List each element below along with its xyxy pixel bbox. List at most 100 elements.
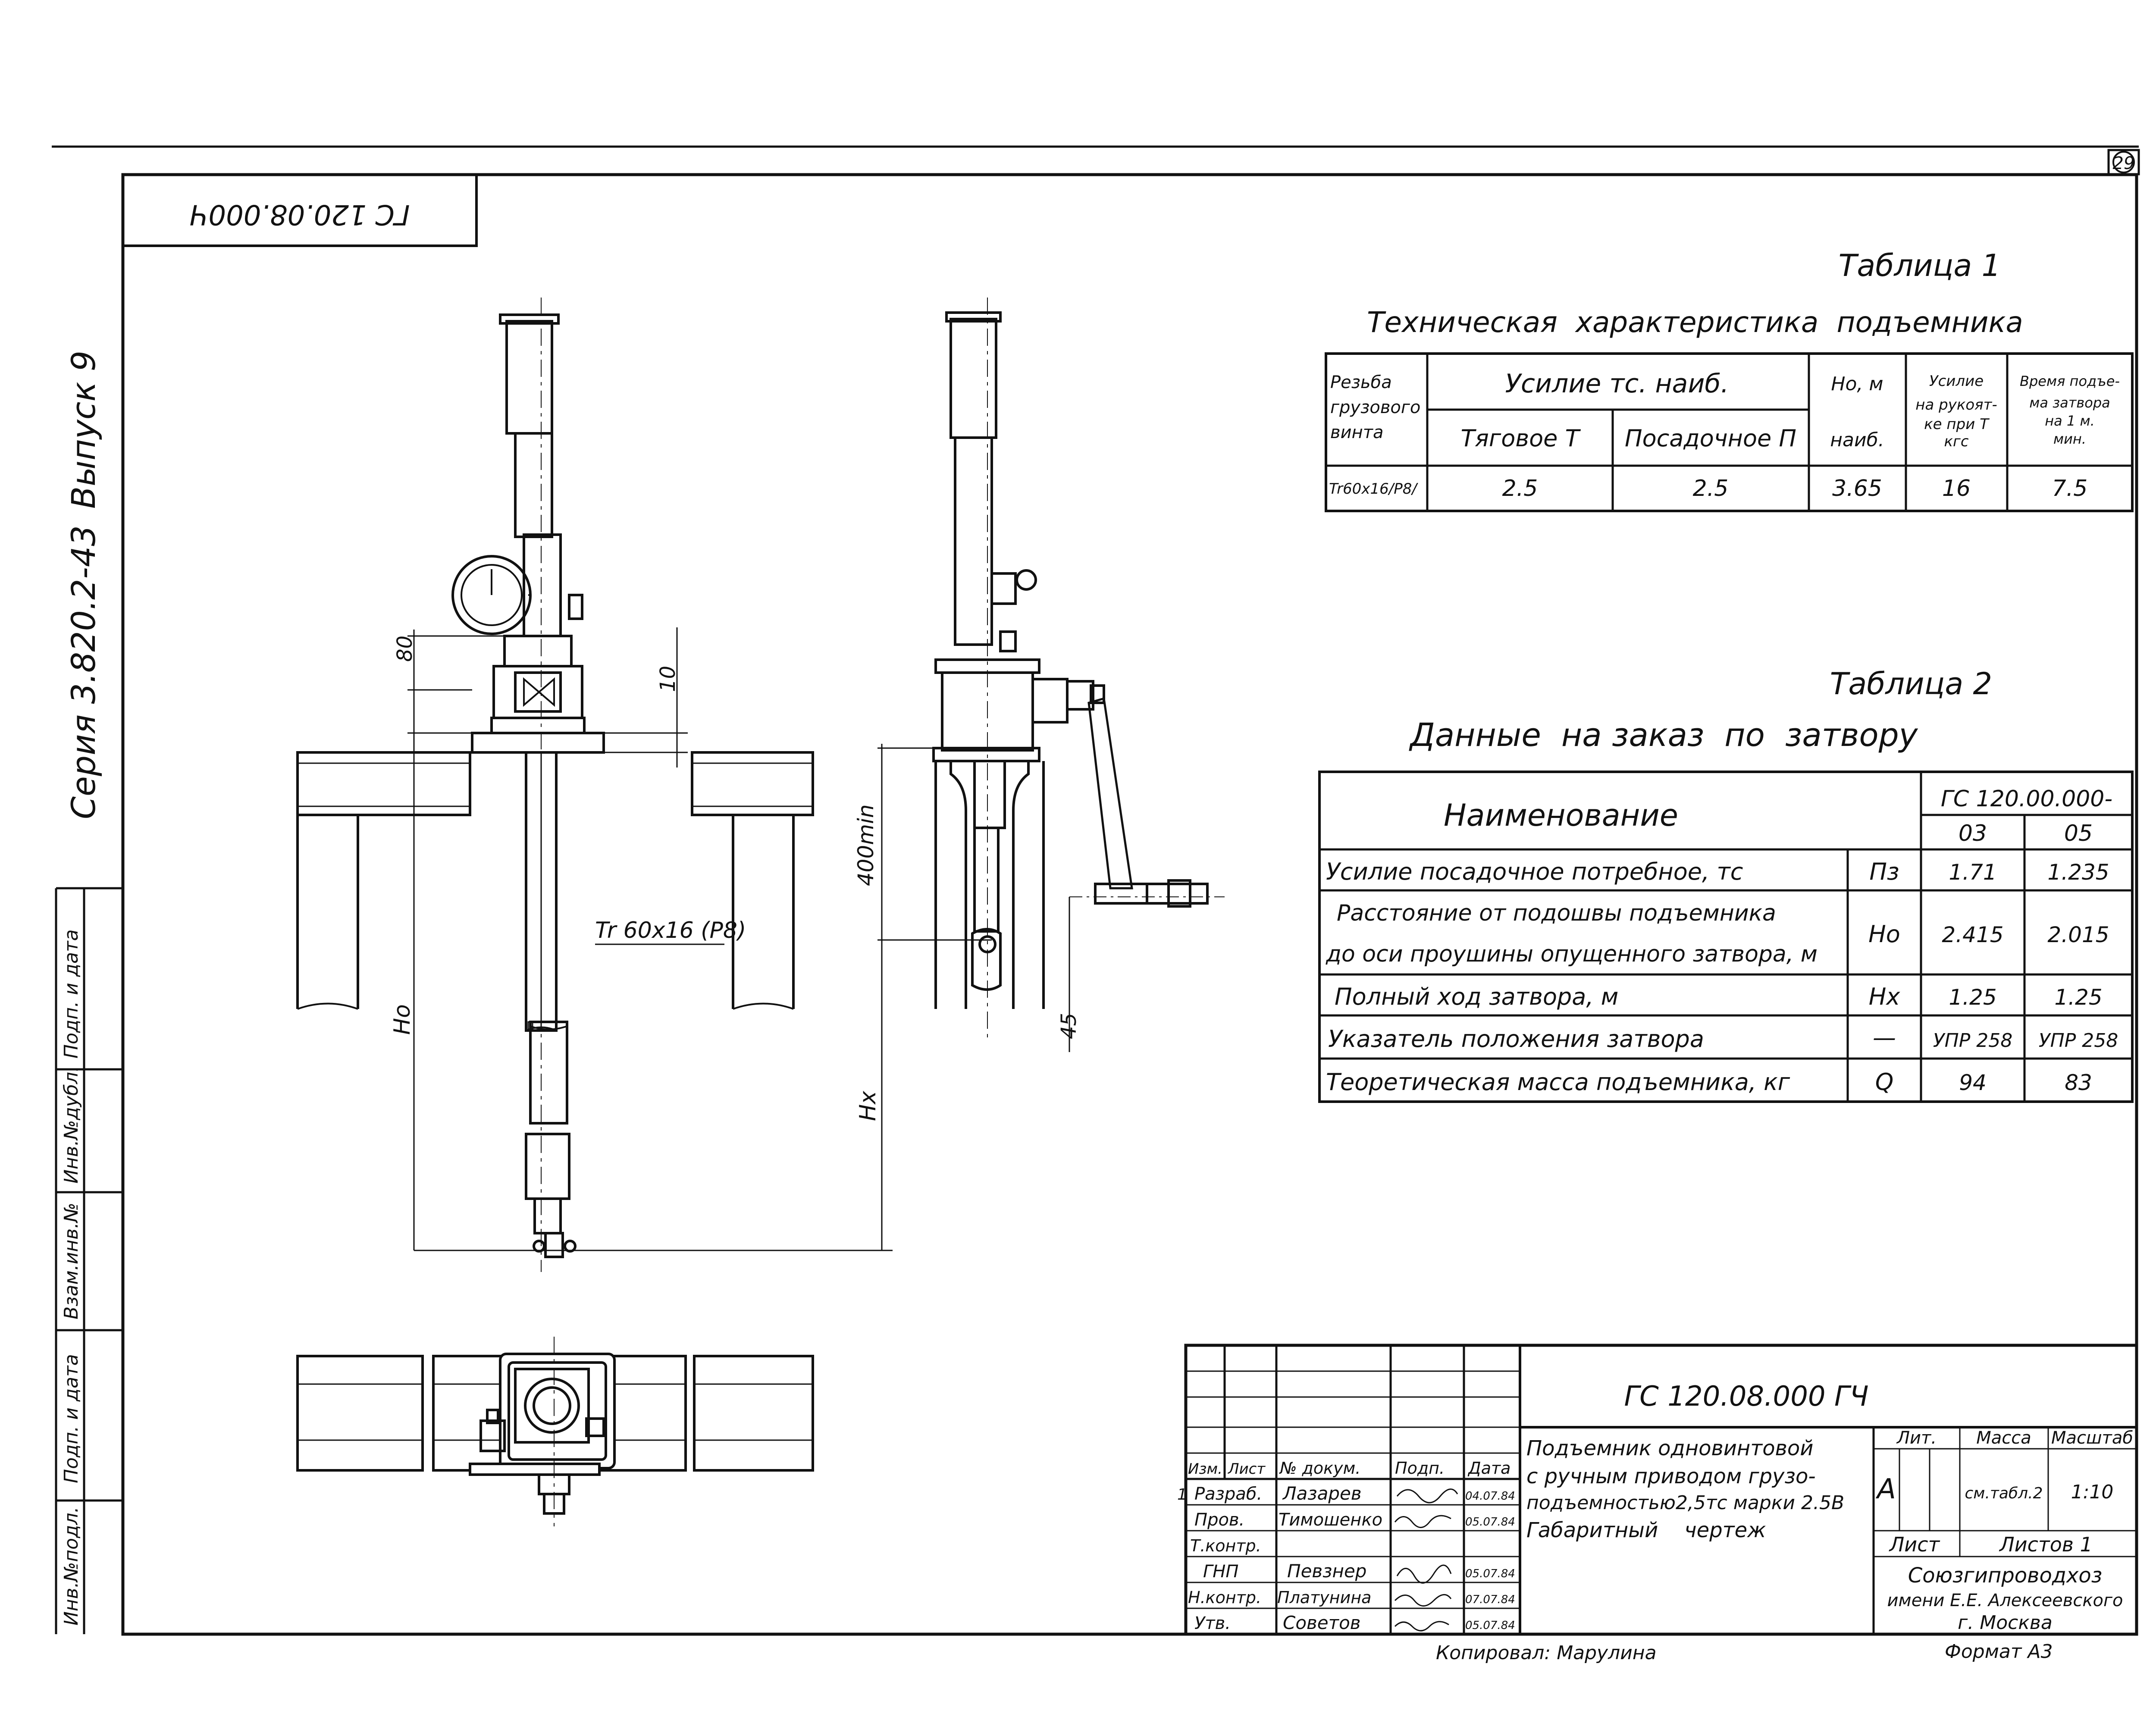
tb-org-line3: г. Москва <box>1958 1612 2053 1634</box>
t2-r0-symbol: Пз <box>1869 858 1899 885</box>
t2-head-name: Наименование <box>1444 798 1678 833</box>
margin-podp-data-2: Подп. и дата <box>60 929 82 1059</box>
top-stamp-box <box>122 173 478 247</box>
t2-r3-symbol: — <box>1873 1024 1896 1051</box>
t1-head-force: Усилие тс. наиб. <box>1505 369 1729 399</box>
tb-name-1: Тимошенко <box>1279 1510 1382 1530</box>
tb-org-line1: Союзгипроводхоз <box>1908 1563 2103 1588</box>
dim-45-label: 45 <box>1057 1013 1081 1039</box>
table1-grid <box>1325 352 2134 512</box>
t2-r2-v03: 1.25 <box>1949 985 1996 1010</box>
footer-format: Формат А3 <box>1945 1641 2053 1663</box>
t2-r0-name: Усилие посадочное потребное, тс <box>1326 858 1743 885</box>
dim-80-label: 80 <box>393 636 417 662</box>
footer-copied-by: Копировал: Марулина <box>1436 1642 1657 1664</box>
tb-col-izm: Изм. <box>1188 1460 1222 1478</box>
tb-scale-header: Масштаб <box>2051 1428 2133 1448</box>
signature-3 <box>1396 1564 1452 1584</box>
tb-role-2: Т.контр. <box>1190 1536 1261 1555</box>
t2-head-v03: 03 <box>1959 821 1987 846</box>
tb-mass-header: Масса <box>1976 1428 2031 1448</box>
tb-date-0: 04.07.84 <box>1465 1490 1515 1503</box>
sheet-number-circle <box>2112 151 2135 173</box>
tb-change-mark: 1 <box>1177 1486 1187 1504</box>
t2-r3-v03: УПР 258 <box>1933 1030 2012 1052</box>
t1-val-ho: 3.65 <box>1832 476 1882 501</box>
table1-title: Техническая характеристика подъемника <box>1367 306 2023 339</box>
t2-r1-v03: 2.415 <box>1942 922 2003 947</box>
top-stamp-code: ГС 120.08.000Ч <box>190 198 410 230</box>
tb-name-0: Лазарев <box>1282 1483 1362 1504</box>
t2-r2-v05: 1.25 <box>2054 985 2102 1010</box>
t1-val-time: 7.5 <box>2052 476 2088 501</box>
t2-r2-name: Полный ход затвора, м <box>1335 983 1618 1010</box>
t1-head-landing: Посадочное П <box>1625 425 1796 452</box>
tb-date-3: 05.07.84 <box>1465 1567 1515 1580</box>
t2-r3-name: Указатель положения затвора <box>1328 1025 1704 1053</box>
signature-5 <box>1394 1621 1449 1632</box>
tb-mass-value: см.табл.2 <box>1965 1485 2043 1502</box>
tb-org-line2: имени Е.Е. Алексеевского <box>1887 1591 2123 1610</box>
drawing-frame <box>121 173 2138 1636</box>
t2-r4-v03: 94 <box>1959 1070 1987 1095</box>
dim-400-label: 400min <box>853 804 878 886</box>
margin-podp-data-1: Подп. и дата <box>60 1354 82 1483</box>
thread-callout: Tr 60x16 (P8) <box>595 918 746 943</box>
t2-r0-v03: 1.71 <box>1949 860 1996 885</box>
table2-caption: Таблица 2 <box>1830 666 1992 702</box>
title-desc-line4: Габаритный чертеж <box>1526 1518 1766 1542</box>
tb-role-4: Н.контр. <box>1188 1588 1261 1607</box>
table2-grid <box>1318 771 2134 1103</box>
signature-1 <box>1394 1515 1451 1528</box>
t2-r1-v05: 2.015 <box>2047 922 2109 947</box>
tb-name-3: Певзнер <box>1287 1560 1366 1582</box>
margin-vzam-inv: Взам.инв.№ <box>60 1203 82 1319</box>
t1-val-handle: 16 <box>1942 476 1971 501</box>
front-view-drawing <box>296 298 893 1272</box>
tb-col-date: Дата <box>1467 1459 1510 1478</box>
table2-title: Данные на заказ по затвору <box>1409 717 1918 754</box>
tb-role-5: Утв. <box>1194 1613 1231 1633</box>
tb-role-0: Разраб. <box>1194 1484 1262 1504</box>
tb-role-3: ГНП <box>1203 1562 1238 1582</box>
tb-name-5: Советов <box>1283 1612 1361 1633</box>
side-view-drawing <box>877 298 1225 1250</box>
tb-sheets-label: Листов 1 <box>1999 1533 2093 1556</box>
tb-scale-value: 1:10 <box>2071 1481 2114 1503</box>
tb-col-list: Лист <box>1227 1460 1266 1478</box>
signature-4 <box>1394 1594 1452 1607</box>
margin-inv-dubl: Инв.№дубл. <box>60 1066 82 1184</box>
t2-r1-symbol: Но <box>1868 921 1900 948</box>
t2-r4-name: Теоретическая масса подъемника, кг <box>1326 1068 1790 1096</box>
t2-r4-symbol: Q <box>1875 1068 1894 1096</box>
t2-r2-symbol: Нх <box>1869 983 1901 1010</box>
tb-date-4: 07.07.84 <box>1465 1593 1515 1606</box>
tb-lit-value: А <box>1875 1473 1896 1505</box>
t1-val-landing: 2.5 <box>1693 476 1729 501</box>
series-label: Серия 3.820.2-43 <box>64 525 103 819</box>
title-desc-line3: подъемностью2,5тс марки 2.5В <box>1526 1492 1844 1514</box>
plan-view-drawing <box>296 1337 814 1526</box>
dim-hx-label: Нх <box>855 1090 881 1121</box>
t2-head-v05: 05 <box>2064 821 2093 846</box>
t1-head-traction: Тяговое Т <box>1460 425 1581 452</box>
issue-label: Выпуск 9 <box>64 351 103 509</box>
signature-0 <box>1396 1488 1458 1504</box>
t2-r4-v05: 83 <box>2065 1070 2092 1095</box>
tb-date-1: 05.07.84 <box>1465 1516 1515 1529</box>
title-desc-line2: с ручным приводом грузо- <box>1526 1464 1816 1488</box>
title-block-code: ГС 120.08.000 ГЧ <box>1624 1381 1869 1413</box>
tb-name-4: Платунина <box>1277 1588 1371 1607</box>
tb-date-5: 05.07.84 <box>1465 1619 1515 1632</box>
tb-sheet-label: Лист <box>1889 1533 1940 1556</box>
t1-val-thread: Tr60x16/P8/ <box>1329 480 1418 498</box>
title-block-grid <box>1184 1344 2138 1636</box>
sheet-number: 29 <box>2113 154 2135 173</box>
